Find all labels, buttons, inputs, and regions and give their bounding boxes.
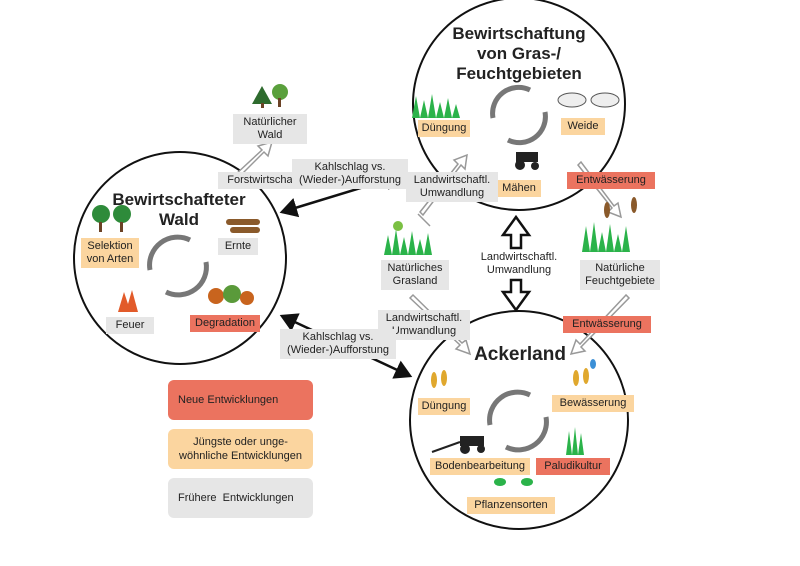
cropland-bewaesserung-label: Bewässerung: [552, 395, 634, 412]
plough-icon: [431, 436, 485, 454]
natuerlicher-wald-node: Natürlicher Wald: [233, 114, 307, 144]
forest-degradation-label: Degradation: [190, 315, 260, 332]
cropland-cycle-title: Ackerland: [474, 344, 566, 365]
cropland-cycle-arrows: [487, 389, 549, 453]
fire-icon: [118, 290, 138, 312]
wetland-maehen-label: Mähen: [497, 180, 541, 197]
landw-umwandlung-center-node: Landwirtschaftl. Umwandlung: [480, 251, 558, 276]
wetland-weide-label: Weide: [561, 118, 605, 135]
paludikultur-icon: [566, 427, 584, 455]
wetland-title-line3: Feuchtgebieten: [456, 64, 582, 83]
legend-fruehere: Frühere Entwicklungen: [168, 478, 313, 518]
kahlschlag-bottom-node: Kahlschlag vs. (Wieder-)Aufforstung: [280, 329, 396, 359]
sprouts-icon: [494, 478, 533, 486]
entwaesserung-bottom-node: Entwässerung: [563, 316, 651, 333]
logs-icon: [226, 219, 260, 233]
sheep-icon: [557, 92, 620, 108]
forest-trees-icon: [92, 205, 131, 232]
forest-cycle-title: Bewirtschafteter Wald: [104, 190, 254, 230]
grassland-icon: [384, 221, 432, 255]
wetland-cropland-double-arrow: [500, 214, 532, 313]
legend-fruehere-text: Frühere Entwicklungen: [178, 492, 294, 504]
tractor-icon: [515, 152, 539, 170]
wetland-cycle-arrows: [490, 84, 548, 146]
cropland-bodenbearbeitung-label: Bodenbearbeitung: [430, 458, 530, 475]
forest-title-line2: Wald: [159, 210, 199, 229]
tree-icon: [252, 84, 288, 108]
natuerliches-grasland-node: Natürliches Grasland: [381, 260, 449, 290]
legend-neue: Neue Entwicklungen: [168, 380, 313, 420]
wetland-title-line2: von Gras-/: [476, 44, 562, 63]
forstwirtschaft-node: Forstwirtschaft: [218, 172, 308, 189]
cropland-paludikultur-label: Paludikultur: [536, 458, 610, 475]
entwaesserung-top-node: Entwässerung: [567, 172, 655, 189]
legend-juengste-text: Jüngste oder unge- wöhnliche Entwicklung…: [179, 436, 302, 462]
wetland-reed-icon: [582, 197, 637, 252]
cropland-pflanzensorten-label: Pflanzensorten: [467, 497, 555, 514]
kahlschlag-top-node: Kahlschlag vs. (Wieder-)Aufforstung: [292, 159, 408, 189]
forest-cycle-arrows: [147, 234, 209, 298]
legend-neue-text: Neue Entwicklungen: [178, 394, 279, 406]
landw-umwandlung-top-node: Landwirtschaftl. Umwandlung: [406, 172, 498, 202]
legend-juengste: Jüngste oder unge- wöhnliche Entwicklung…: [168, 429, 313, 469]
forest-ernte-label: Ernte: [218, 238, 258, 255]
natuerliche-feuchtgebiete-node: Natürliche Feuchtgebiete: [580, 260, 660, 290]
degradation-trees-icon: [208, 285, 254, 305]
wetland-title-line1: Bewirtschaftung: [452, 24, 586, 43]
forest-title-line1: Bewirtschafteter: [112, 190, 246, 209]
wheat-icon: [431, 370, 447, 388]
wetland-duengung-label: Düngung: [418, 120, 470, 137]
cropland-duengung-label: Düngung: [418, 398, 470, 415]
grass-icon: [412, 94, 460, 118]
forest-feuer-label: Feuer: [106, 317, 154, 334]
wetland-cycle-title: Bewirtschaftung von Gras-/ Feuchtgebiete…: [440, 24, 598, 84]
irrigation-icon: [573, 359, 596, 386]
forest-selektion-label: Selektion von Arten: [81, 238, 139, 268]
